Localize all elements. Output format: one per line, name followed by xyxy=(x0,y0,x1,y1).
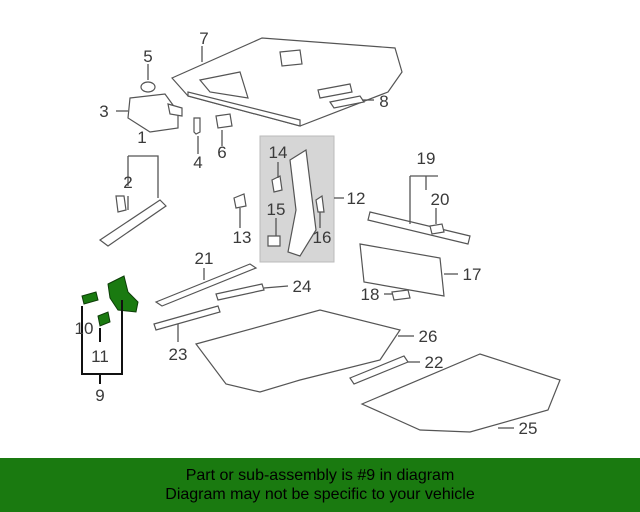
callout-14: 14 xyxy=(269,143,288,162)
callout-20: 20 xyxy=(431,190,450,209)
callout-24: 24 xyxy=(293,277,312,296)
callout-18: 18 xyxy=(361,285,380,304)
leader-lines xyxy=(116,46,514,429)
callout-1: 1 xyxy=(137,128,146,147)
callout-9: 9 xyxy=(95,386,104,405)
callout-6: 6 xyxy=(217,143,226,162)
parts-diagram: 5 7 3 4 6 8 1 2 12 13 14 15 16 19 20 17 … xyxy=(75,29,561,438)
callout-7: 7 xyxy=(199,29,208,48)
info-banner: Part or sub-assembly is #9 in diagram Di… xyxy=(0,458,640,512)
part-9-callout-lines xyxy=(81,300,123,384)
floor-carpets-part xyxy=(194,309,561,433)
callout-19: 19 xyxy=(417,149,436,168)
callout-11: 11 xyxy=(91,347,109,366)
headliner-part xyxy=(171,37,403,127)
callout-21: 21 xyxy=(195,249,214,268)
b-pillar-group xyxy=(233,135,335,263)
callout-3: 3 xyxy=(99,102,108,121)
sill-plates-part xyxy=(153,263,409,385)
banner-line-2: Diagram may not be specific to your vehi… xyxy=(165,486,475,503)
a-pillar-trim-part xyxy=(98,195,167,247)
callout-4: 4 xyxy=(193,153,202,172)
banner-line-1: Part or sub-assembly is #9 in diagram xyxy=(185,467,455,484)
callout-16: 16 xyxy=(313,228,332,247)
highlighted-part-9 xyxy=(81,275,139,327)
callout-23: 23 xyxy=(169,345,188,364)
callout-10: 10 xyxy=(75,319,94,338)
callout-17: 17 xyxy=(463,265,482,284)
callout-13: 13 xyxy=(233,228,252,247)
callout-8: 8 xyxy=(379,92,388,111)
callout-2: 2 xyxy=(123,173,132,192)
rear-panels-part xyxy=(359,211,471,301)
callout-5: 5 xyxy=(143,47,152,66)
callout-15: 15 xyxy=(267,200,286,219)
callout-12: 12 xyxy=(347,189,366,208)
callout-numbers: 5 7 3 4 6 8 1 2 12 13 14 15 16 19 20 17 … xyxy=(75,29,538,438)
callout-22: 22 xyxy=(425,353,444,372)
callout-26: 26 xyxy=(419,327,438,346)
sun-visor-part xyxy=(127,81,365,135)
callout-25: 25 xyxy=(519,419,538,438)
